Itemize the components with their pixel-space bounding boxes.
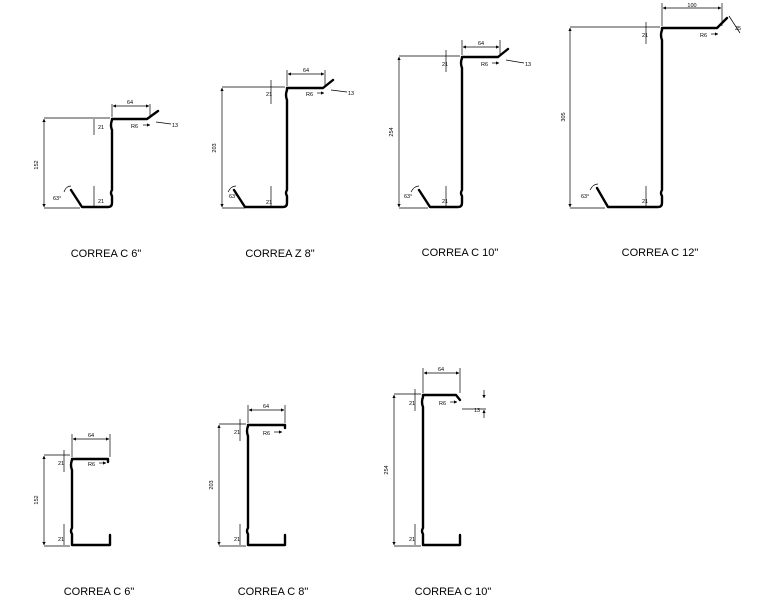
flange-value: 64 bbox=[438, 367, 444, 373]
lip-dim-line bbox=[330, 89, 348, 93]
radius-label: R6 bbox=[700, 33, 707, 39]
angle-arc bbox=[63, 185, 72, 193]
angle-value: 63° bbox=[581, 194, 589, 200]
profile-caption: CORREA C 6" bbox=[64, 586, 135, 598]
lip-height-value: 21 bbox=[642, 33, 648, 39]
flange-value: 64 bbox=[263, 404, 269, 410]
lip-value: 13 bbox=[525, 62, 531, 68]
lip-height-value: 21 bbox=[409, 537, 415, 543]
section-outline bbox=[232, 78, 335, 209]
height-value: 254 bbox=[384, 465, 390, 474]
angle-value: 63° bbox=[229, 194, 237, 200]
profile-caption: CORREA C 12" bbox=[622, 247, 699, 259]
angle-value: 63° bbox=[404, 194, 412, 200]
lip-dim-line bbox=[728, 15, 741, 34]
lip-value: 13 bbox=[474, 408, 480, 414]
angle-arc bbox=[227, 185, 237, 193]
profile-correa-c-12-top: 305 100 21 21 R6 25 63° CORREA C 12" bbox=[561, 3, 741, 259]
section-outline bbox=[420, 393, 462, 547]
section-outline bbox=[245, 423, 287, 547]
lip-value: 13 bbox=[172, 123, 178, 129]
height-value: 254 bbox=[389, 127, 395, 136]
lip-dim-line bbox=[505, 59, 525, 64]
section-outline bbox=[417, 47, 510, 209]
section-outline bbox=[69, 109, 160, 209]
profile-correa-c-8-bottom: 203 64 21 21 R6 CORREA C 8" bbox=[209, 404, 308, 598]
flange-value: 64 bbox=[303, 68, 309, 74]
flange-value: 64 bbox=[127, 100, 133, 106]
lip-height-value: 21 bbox=[98, 199, 104, 205]
profile-caption: CORREA C 6" bbox=[71, 248, 142, 260]
radius-label: R6 bbox=[439, 401, 446, 407]
height-value: 305 bbox=[561, 112, 567, 121]
radius-label: R6 bbox=[481, 62, 488, 68]
lip-height-value: 21 bbox=[234, 430, 240, 436]
lip-value: 25 bbox=[735, 26, 741, 32]
radius-label: R6 bbox=[306, 92, 313, 98]
lip-height-value: 21 bbox=[642, 199, 648, 205]
angle-arc bbox=[589, 183, 599, 191]
flange-value: 100 bbox=[687, 3, 696, 9]
lip-value: 13 bbox=[348, 91, 354, 97]
profile-caption: CORREA C 10" bbox=[415, 586, 492, 598]
radius-label: R6 bbox=[88, 462, 95, 468]
profile-caption: CORREA Z 8" bbox=[245, 248, 314, 260]
flange-value: 64 bbox=[478, 41, 484, 47]
lip-height-value: 21 bbox=[266, 200, 272, 206]
profile-correa-c-6-top: 152 64 21 21 R6 13 63° CORREA C 6" bbox=[34, 100, 178, 260]
lip-height-value: 21 bbox=[98, 125, 104, 131]
height-value: 152 bbox=[34, 160, 40, 169]
profile-caption: CORREA C 8" bbox=[238, 586, 309, 598]
lip-height-value: 21 bbox=[266, 92, 272, 98]
height-value: 152 bbox=[34, 495, 40, 504]
profile-correa-c-10-top: 254 64 21 21 R6 13 63° CORREA C 10" bbox=[389, 40, 531, 259]
lip-height-value: 21 bbox=[442, 62, 448, 68]
lip-dim-line bbox=[155, 121, 172, 125]
profile-correa-z-8-top: 203 64 21 21 R6 13 63° CORREA Z 8" bbox=[212, 68, 354, 260]
lip-height-value: 21 bbox=[234, 537, 240, 543]
profile-caption: CORREA C 10" bbox=[422, 247, 499, 259]
lip-height-value: 21 bbox=[58, 537, 64, 543]
lip-height-value: 21 bbox=[58, 461, 64, 467]
lip-height-value: 21 bbox=[442, 199, 448, 205]
section-outline bbox=[69, 457, 112, 547]
radius-label: R6 bbox=[263, 431, 270, 437]
section-outline bbox=[595, 16, 729, 209]
height-value: 203 bbox=[212, 143, 218, 152]
radius-label: R6 bbox=[131, 124, 138, 130]
angle-arc bbox=[410, 185, 420, 193]
profile-correa-c-6-bottom: 152 64 21 21 R6 CORREA C 6" bbox=[34, 433, 134, 598]
flange-value: 64 bbox=[88, 433, 94, 439]
angle-value: 63° bbox=[53, 196, 61, 202]
height-value: 203 bbox=[209, 480, 215, 489]
lip-height-value: 21 bbox=[409, 401, 415, 407]
profile-correa-c-10-bottom: 254 64 21 21 R6 13 CORREA C 10" bbox=[384, 367, 491, 598]
